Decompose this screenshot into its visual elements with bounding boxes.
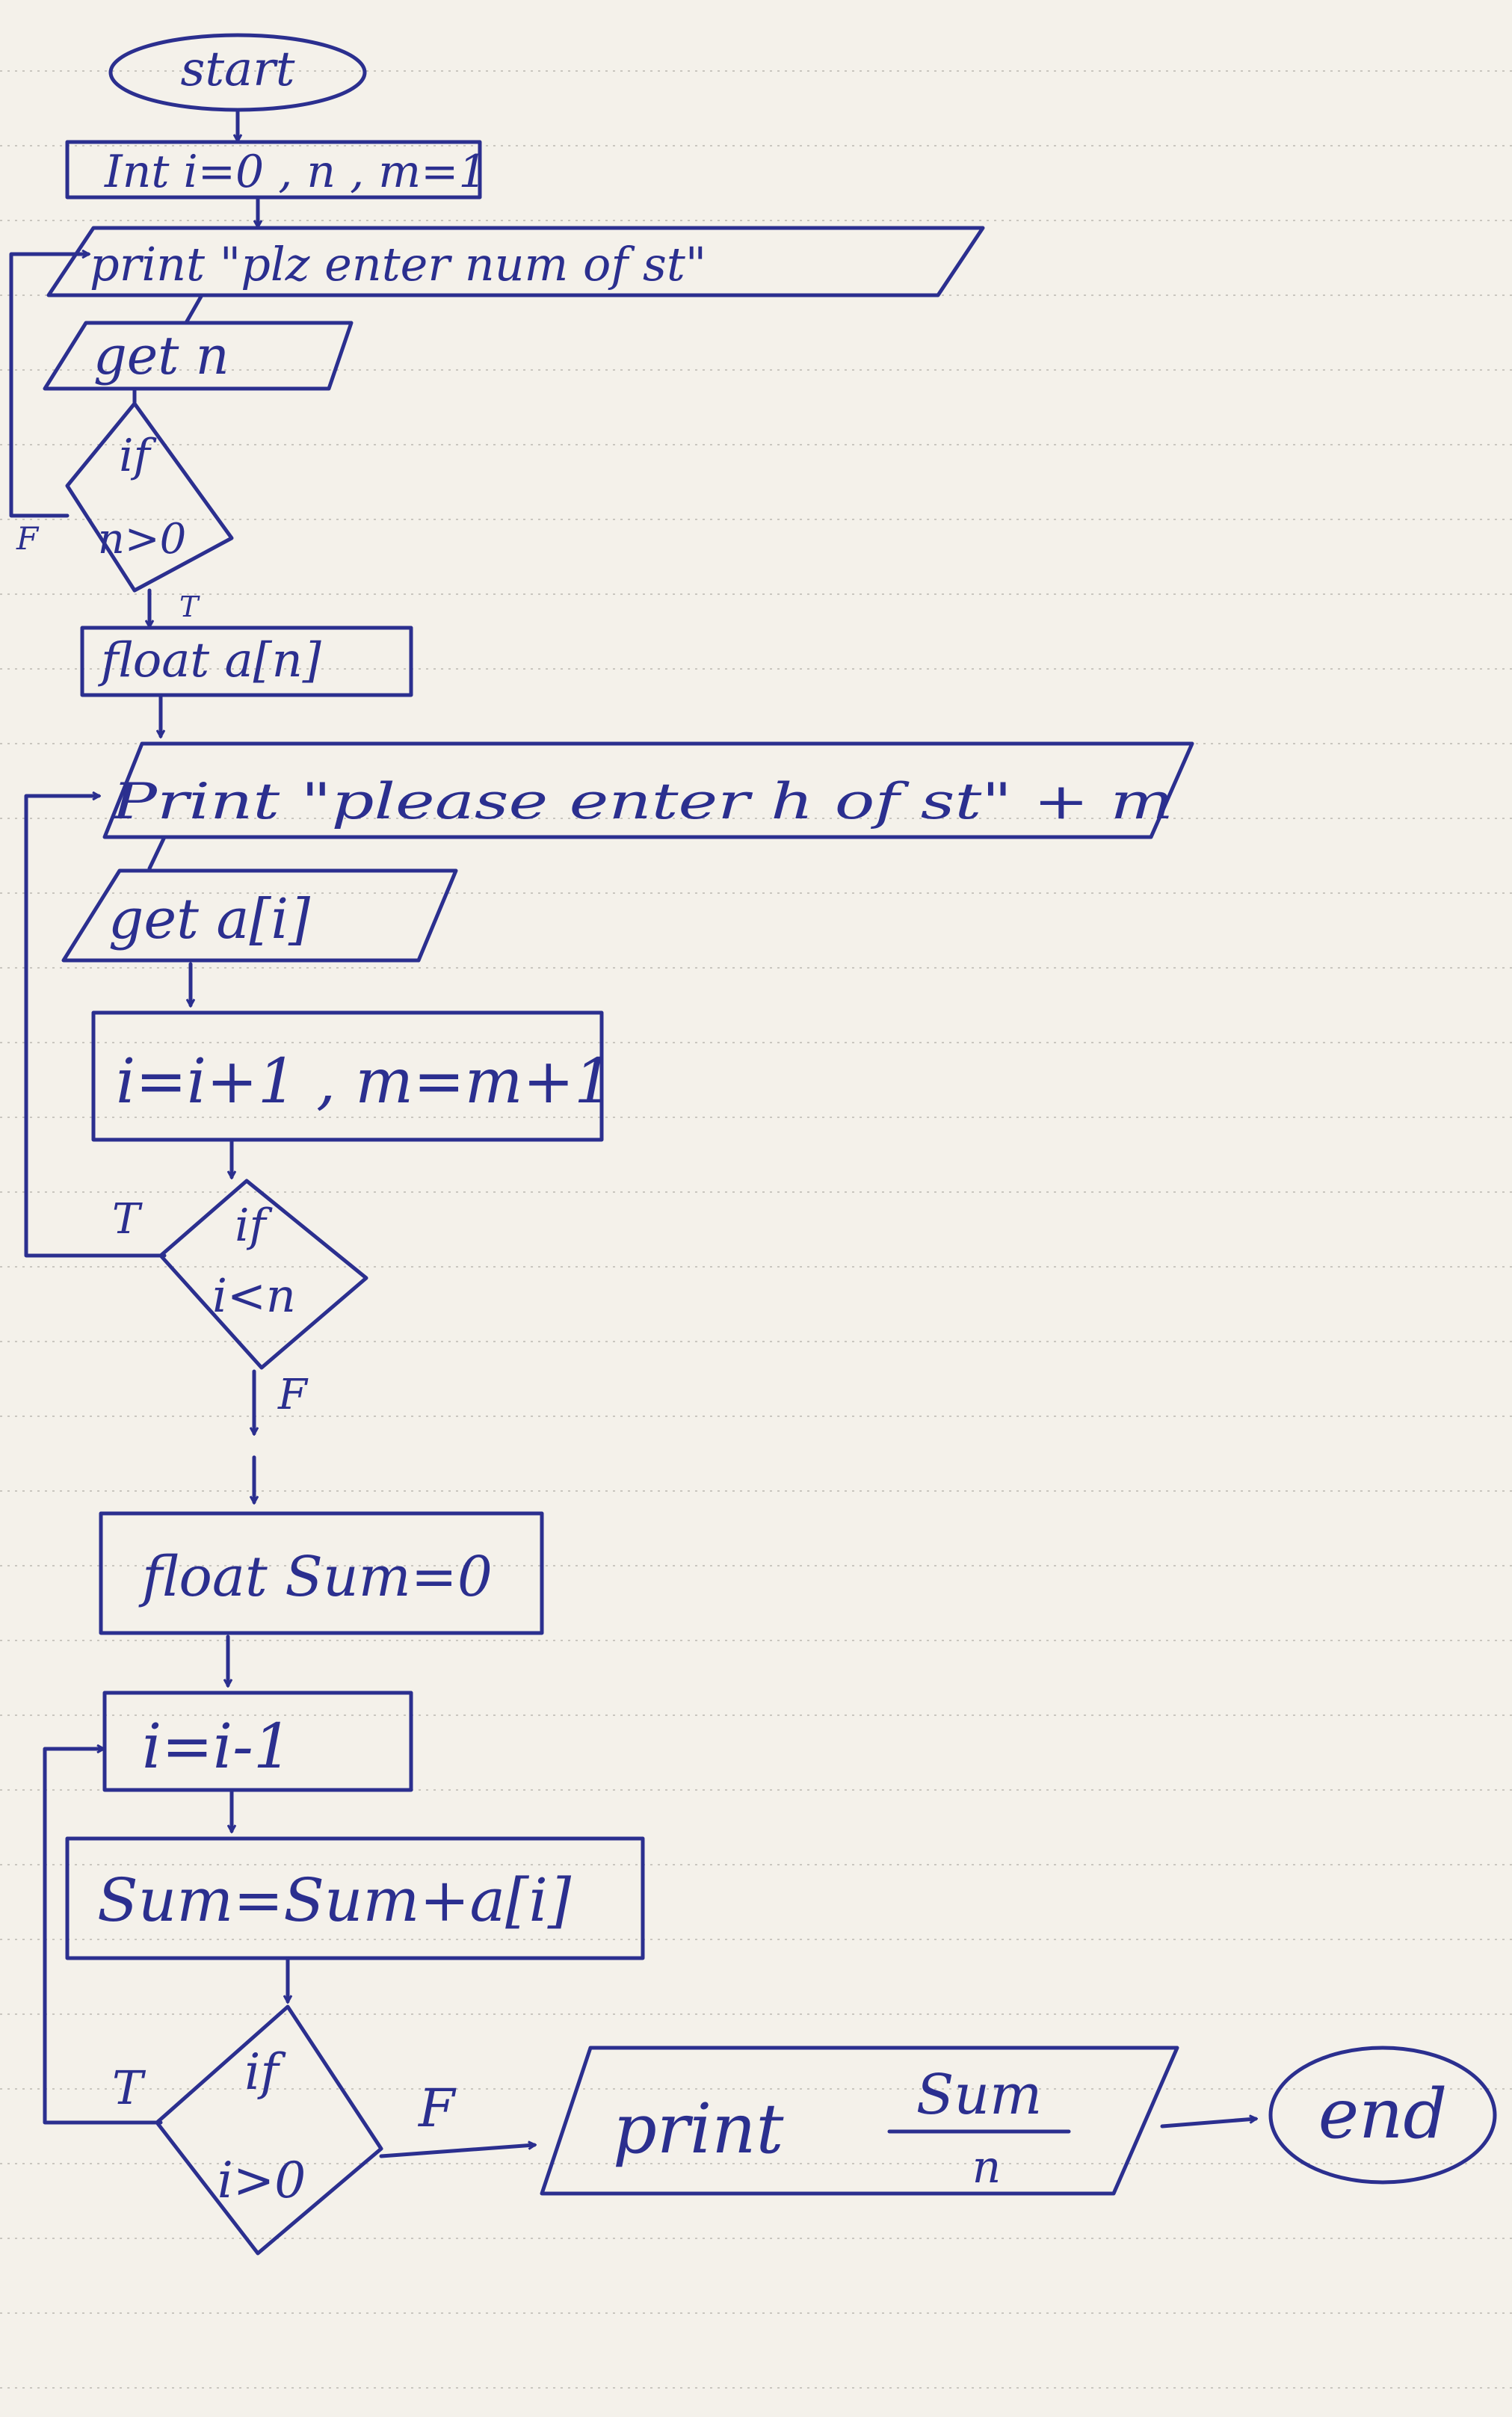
accumulate-box [65, 1836, 645, 1960]
arrow-prompt-get [185, 293, 204, 324]
init-label: Int i=0 , n , m=1 [104, 146, 487, 198]
declare-array-label: float a[n] [98, 633, 322, 688]
decision3-diamond [155, 2004, 383, 2256]
get-grade-label: get a[i] [108, 887, 310, 951]
prompt-count-label: print "plz enter num of st" [90, 237, 706, 291]
output-numerator-label: Sum [916, 2063, 1043, 2127]
prompt-count-io-box [46, 226, 985, 297]
decision2-true-label: T [112, 1195, 143, 1244]
decision1-false-label: F [16, 520, 40, 557]
increment-label: i=i+1 , m=m+1 [116, 1046, 613, 1117]
decision3-condition-label: i>0 [217, 2152, 306, 2209]
accumulate-label: Sum=Sum+a[i] [97, 1865, 572, 1935]
decision2-condition-label: i<n [212, 1268, 296, 1323]
decision2-false-label: F [277, 1371, 309, 1419]
declare-sum-box [99, 1511, 544, 1635]
end-label: end [1318, 2074, 1448, 2154]
decision3-if-label: if [244, 2043, 286, 2101]
decision2-diamond [158, 1179, 368, 1370]
start-label: start [180, 42, 294, 97]
decision3-false-label: F [417, 2078, 457, 2139]
decision2-if-label: if [235, 1200, 273, 1252]
end-terminal [1268, 2046, 1497, 2185]
decision1-diamond [65, 401, 234, 593]
decision1-if-label: if [119, 430, 157, 482]
prompt-grade-io-box [102, 741, 1194, 839]
decision3-true-loop-arrow [43, 1749, 163, 2125]
decrement-label: i=i-1 [142, 1711, 292, 1782]
arrow-prompt-get-grade [147, 835, 167, 871]
get-count-label: get n [93, 325, 229, 386]
decision1-true-label: T [179, 590, 200, 623]
decision1-condition-label: n>0 [98, 515, 187, 564]
output-io-box [540, 2046, 1179, 2196]
notebook-ruled-lines [0, 70, 1512, 2389]
get-grade-io-box [61, 868, 458, 963]
declare-array-box [80, 626, 413, 697]
prompt-grade-label: Print "please enter h of st" + m [111, 773, 1173, 830]
init-process-box [65, 140, 482, 200]
increment-box [91, 1010, 604, 1142]
decision3-false-arrow [379, 2145, 534, 2158]
decrement-box [102, 1691, 413, 1792]
decision1-false-loop-arrow [9, 254, 88, 518]
decision2-true-loop-arrow [24, 796, 167, 1258]
output-print-label: print [613, 2089, 785, 2169]
arrow-output-end [1160, 2119, 1256, 2129]
get-count-io-box [43, 321, 354, 391]
decision3-true-label: T [112, 2061, 146, 2115]
declare-sum-label: float Sum=0 [138, 1545, 493, 1609]
output-denominator-label: n [972, 2141, 1002, 2194]
